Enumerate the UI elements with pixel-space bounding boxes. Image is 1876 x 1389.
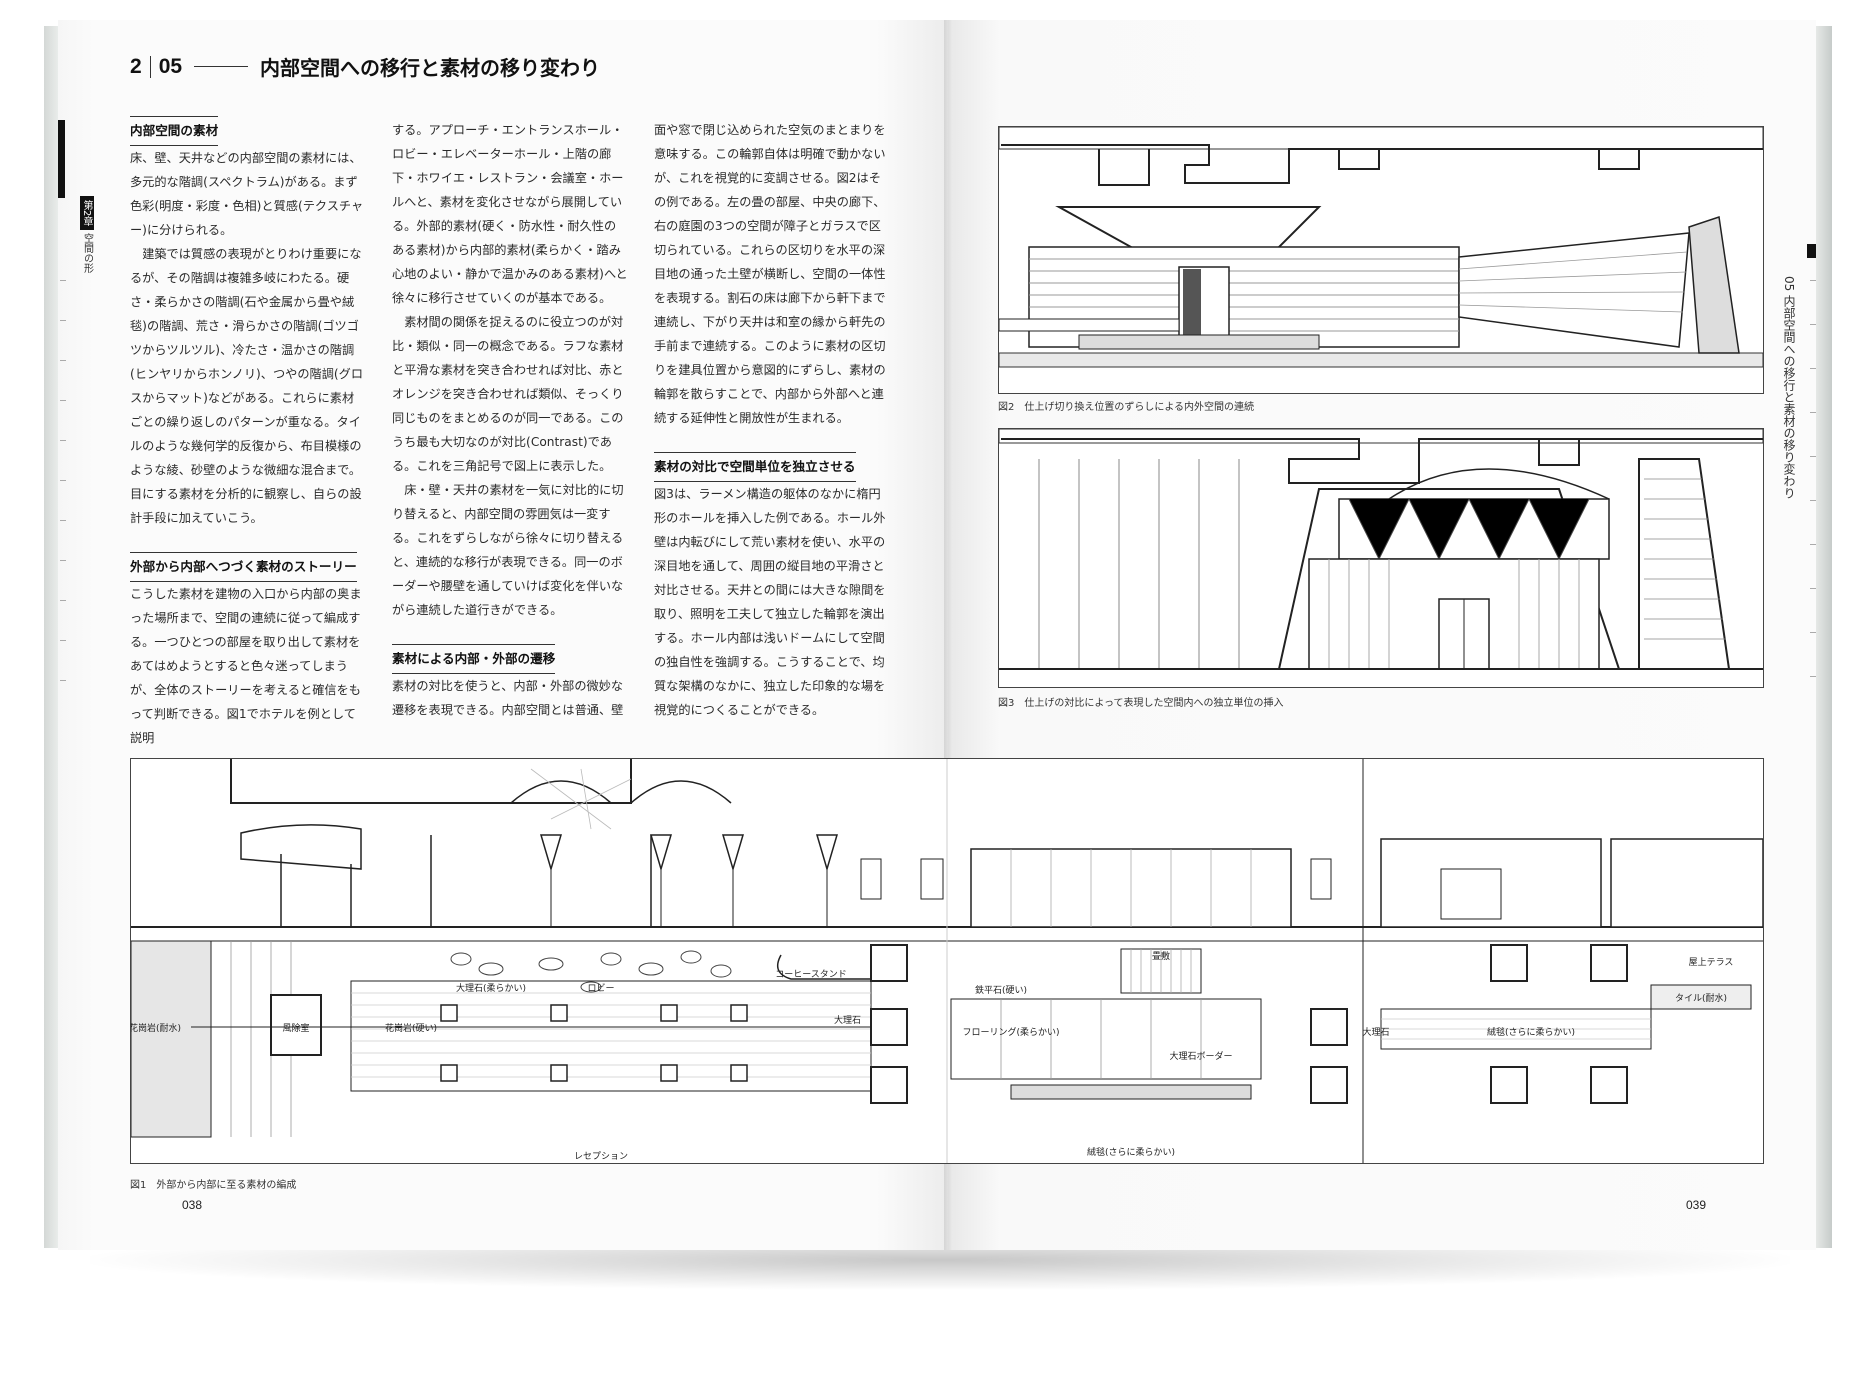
label-windbreak: 風除室	[282, 1022, 309, 1034]
thumb-tab-right	[1807, 244, 1816, 258]
label-marble-1: 大理石	[834, 1014, 861, 1026]
label-marble-soft: 大理石(柔らかい)	[456, 982, 526, 994]
figure-2-svg	[998, 126, 1764, 368]
section-side-label: 05 内部空間への移行と素材の移り変わり	[1782, 276, 1796, 500]
heading-inside-outside-transition: 素材による内部・外部の遷移	[392, 644, 556, 674]
heading-material-contrast: 素材の対比で空間単位を独立させる	[654, 452, 856, 482]
label-iron-flat-stone: 鉄平石(硬い)	[975, 984, 1027, 996]
paragraph: 素材間の関係を捉えるのに役立つのが対比・類似・同一の概念である。ラフな素材と平滑…	[392, 315, 624, 473]
paragraph: 床、壁、天井などの内部空間の素材には、多元的な階調(スペクトラム)がある。まず色…	[130, 151, 364, 237]
chapter-side-number: 第2章	[80, 196, 94, 231]
chapter-side-label: 第2章 空間の形	[70, 196, 104, 276]
label-reception: レセプション	[574, 1151, 628, 1162]
paragraph: 面や窓で閉じ込められた空気のまとまりを意味する。この輪郭自体は明確で動かないが、…	[654, 123, 886, 425]
heading-interior-materials: 内部空間の素材	[130, 116, 219, 146]
section-header: 2 05 内部空間への移行と素材の移り変わり	[130, 52, 600, 81]
section-title: 内部空間への移行と素材の移り変わり	[260, 58, 601, 80]
figure-3-caption: 図3 仕上げの対比によって表現した空間内への独立単位の挿入	[998, 698, 1284, 709]
paragraph: 建築では質感の表現がとりわけ重要になるが、その階調は複雑多岐にわたる。硬さ・柔ら…	[130, 247, 364, 525]
header-dash	[194, 66, 249, 67]
figure-3-drawing	[998, 428, 1764, 688]
paragraph: 図3は、ラーメン構造の躯体のなかに楕円形のホールを挿入した例である。ホール外壁は…	[654, 487, 886, 717]
figure-2-caption: 図2 仕上げ切り換え位置のずらしによる内外空間の連続	[998, 402, 1255, 413]
figure-1-svg: 花崗岩(耐水) 風除室 花崗岩(硬い) 大理石(柔らかい) ロビー コーヒースタ…	[129, 759, 1764, 1163]
label-carpet-2: 絨毯(さらに柔らかい)	[1487, 1026, 1575, 1038]
label-lobby: ロビー	[587, 983, 614, 994]
header-separator	[149, 55, 151, 78]
label-granite-water: 花崗岩(耐水)	[131, 1022, 181, 1034]
label-roof-terrace: 屋上テラス	[1689, 957, 1734, 968]
label-marble-2: 大理石	[1362, 1026, 1389, 1038]
page-stack-right	[1816, 26, 1832, 1248]
page-stack-left	[44, 26, 58, 1248]
chapter-number: 2	[130, 54, 142, 78]
side-ticks-left	[60, 280, 66, 690]
label-marble-border: 大理石ボーダー	[1169, 1050, 1232, 1062]
label-flooring: フローリング(柔らかい)	[962, 1026, 1059, 1038]
section-number: 05	[158, 54, 183, 78]
figure-1-drawing: 花崗岩(耐水) 風除室 花崗岩(硬い) 大理石(柔らかい) ロビー コーヒースタ…	[129, 758, 1764, 1164]
paragraph: 床・壁・天井の素材を一気に対比的に切り替えると、内部空間の雰囲気は一変する。これ…	[392, 483, 624, 617]
paragraph: する。アプローチ・エントランスホール・ロビー・エレベーターホール・上階の廊下・ホ…	[392, 123, 628, 305]
label-tile-water: タイル(耐水)	[1675, 992, 1727, 1004]
label-coffee-stand: コーヒースタンド	[775, 969, 847, 980]
paragraph: 素材の対比を使うと、内部・外部の微妙な遷移を表現できる。内部空間とは普通、壁	[392, 679, 624, 717]
text-column-2: する。アプローチ・エントランスホール・ロビー・エレベーターホール・上階の廊下・ホ…	[392, 118, 628, 722]
label-granite-hard: 花崗岩(硬い)	[385, 1022, 437, 1034]
book-spine	[944, 20, 952, 1250]
side-ticks-right	[1810, 280, 1816, 720]
chapter-side-name: 空間の形	[81, 233, 93, 274]
figure-2-drawing	[998, 126, 1764, 394]
figure-3-svg	[998, 428, 1764, 670]
page-number-left: 038	[182, 1198, 203, 1212]
thumb-tab-left	[58, 120, 65, 198]
figure-1-caption: 図1 外部から内部に至る素材の編成	[130, 1180, 297, 1191]
label-carpet-1: 絨毯(さらに柔らかい)	[1087, 1146, 1175, 1158]
heading-material-story: 外部から内部へつづく素材のストーリー	[130, 552, 357, 582]
text-column-1: 内部空間の素材 床、壁、天井などの内部空間の素材には、多元的な階調(スペクトラム…	[130, 116, 366, 750]
page-number-right: 039	[1686, 1198, 1707, 1212]
paragraph: こうした素材を建物の入口から内部の奥まった場所まで、空間の連続に従って編成する。…	[130, 587, 362, 745]
text-column-3: 面や窓で閉じ込められた空気のまとまりを意味する。この輪郭自体は明確で動かないが、…	[654, 118, 890, 722]
label-tatami: 畳敷	[1152, 950, 1170, 962]
